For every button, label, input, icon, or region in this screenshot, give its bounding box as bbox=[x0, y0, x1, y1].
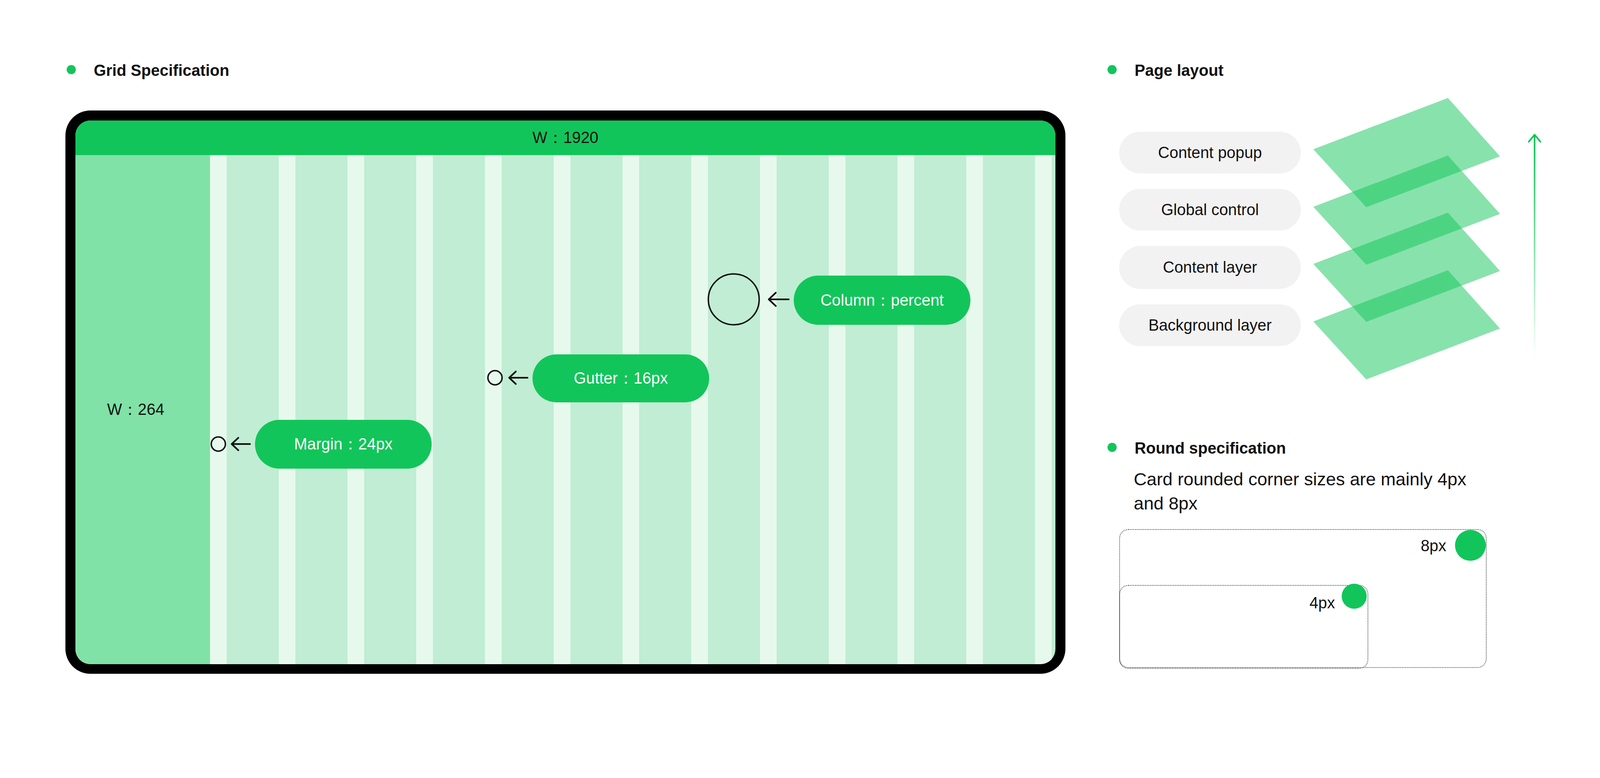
margin-marker bbox=[211, 436, 226, 451]
gutter-stripes bbox=[210, 155, 1056, 664]
section-heading: Page layout bbox=[1134, 60, 1224, 82]
header-bar: W：1920 bbox=[75, 120, 1056, 155]
node-text: Margin：24px bbox=[294, 433, 393, 455]
layer-pill: Global control bbox=[1119, 188, 1301, 231]
column-marker bbox=[708, 273, 760, 325]
node-text: W：1920 bbox=[532, 127, 599, 149]
node-text: Background layer bbox=[1148, 316, 1272, 335]
up-arrow-shaft bbox=[1533, 135, 1536, 358]
node-text: Global control bbox=[1161, 200, 1259, 219]
layer-pill: Content popup bbox=[1119, 131, 1301, 174]
callout-pill: Gutter：16px bbox=[532, 354, 710, 403]
layer-pill: Content layer bbox=[1119, 245, 1301, 289]
node-text: Column：percent bbox=[820, 289, 944, 311]
radius-dot bbox=[1455, 529, 1486, 561]
node-text: Content popup bbox=[1157, 143, 1262, 162]
body-note: Card rounded corner sizes are mainly 4px… bbox=[1133, 466, 1476, 515]
node-text: 4px bbox=[1309, 593, 1335, 612]
leader-arrow bbox=[231, 437, 250, 450]
gutter-marker bbox=[487, 370, 503, 385]
leader-arrow bbox=[768, 292, 789, 306]
leader-arrow bbox=[509, 371, 528, 384]
callout-pill: Column：percent bbox=[793, 275, 971, 325]
node-text: W：264 bbox=[107, 398, 165, 420]
callout-pill: Margin：24px bbox=[255, 419, 432, 469]
heading-dot bbox=[66, 65, 76, 75]
node-text: Content layer bbox=[1162, 258, 1258, 277]
sidebar-band: W：264 bbox=[75, 155, 210, 664]
rounded-card: 8px 4px bbox=[1119, 528, 1487, 668]
layer-plane bbox=[1313, 97, 1500, 208]
layer-stack bbox=[1313, 97, 1500, 380]
up-arrow-head bbox=[1528, 134, 1541, 142]
column-area bbox=[75, 120, 1056, 664]
heading-dot bbox=[1107, 65, 1117, 75]
node-text: Gutter：16px bbox=[573, 367, 668, 389]
layer-pill: Background layer bbox=[1119, 304, 1301, 346]
heading-dot bbox=[1107, 442, 1117, 452]
node-text: 8px bbox=[1420, 536, 1447, 555]
radius-dot bbox=[1341, 583, 1367, 609]
section-heading: Round specification bbox=[1134, 437, 1286, 459]
section-heading: Grid Specification bbox=[93, 60, 230, 82]
rounded-card: 4px bbox=[1119, 584, 1369, 669]
device-frame bbox=[65, 110, 1066, 674]
